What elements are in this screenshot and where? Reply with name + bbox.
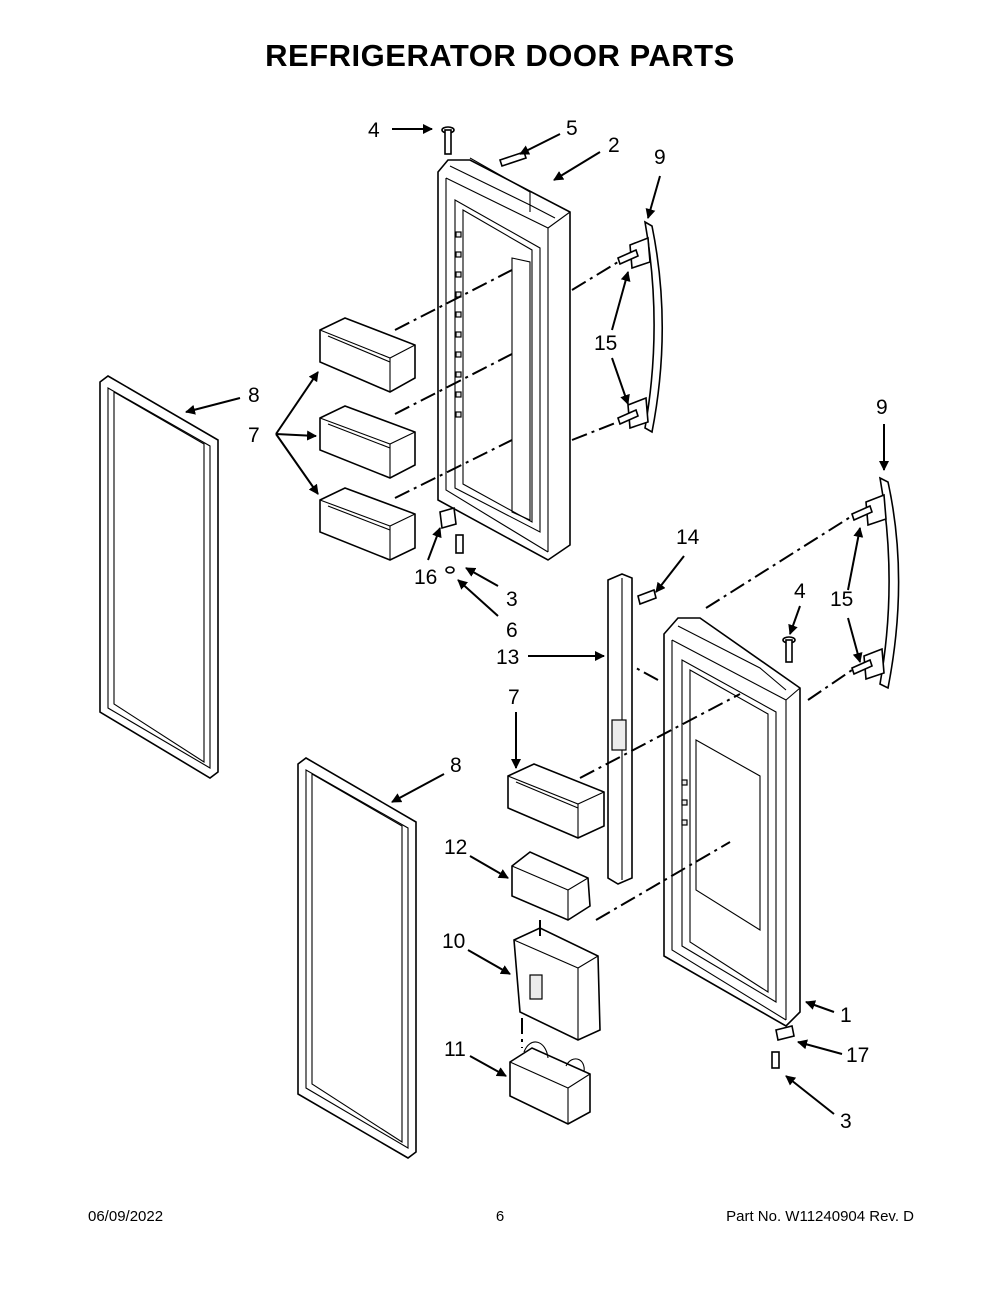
door-bin-upper xyxy=(319,317,416,393)
callout-12: 12 xyxy=(444,836,467,859)
callout-8-lower: 8 xyxy=(450,754,462,777)
lower-hinge-hardware-left xyxy=(439,506,464,574)
callout-3-left: 3 xyxy=(506,588,518,611)
callout-13: 13 xyxy=(496,646,519,669)
top-hinge-pin xyxy=(441,126,455,155)
bin-bracket xyxy=(513,927,601,1041)
door-bin-middle xyxy=(319,405,416,479)
callout-10: 10 xyxy=(442,930,465,953)
footer-part-number: Part No. W11240904 Rev. D xyxy=(726,1208,914,1225)
callout-arrows xyxy=(185,124,889,1115)
dairy-bin xyxy=(511,851,591,921)
door-gasket-right xyxy=(297,757,417,1159)
lower-hinge-hardware-right xyxy=(771,1025,795,1069)
callout-5: 5 xyxy=(566,117,578,140)
door-gasket-left xyxy=(99,375,219,779)
right-door-bin xyxy=(507,763,605,839)
callout-7-right: 7 xyxy=(508,686,520,709)
footer-date: 06/09/2022 xyxy=(88,1208,164,1225)
left-door xyxy=(437,157,571,561)
callout-4-right: 4 xyxy=(794,580,806,603)
can-bin xyxy=(509,1041,591,1125)
callout-4-top: 4 xyxy=(368,119,380,142)
handle-mounting-screws-left xyxy=(617,248,639,426)
callout-17: 17 xyxy=(846,1044,869,1067)
callout-11: 11 xyxy=(444,1038,466,1061)
shelf-rail-holes xyxy=(455,231,462,418)
callout-2: 2 xyxy=(608,134,620,157)
callout-8-upper: 8 xyxy=(248,384,260,407)
callout-15-left: 15 xyxy=(594,332,617,355)
callout-9-right: 9 xyxy=(876,396,888,419)
right-door-rail-holes xyxy=(681,779,688,826)
left-door-handle xyxy=(627,220,663,434)
flipper-mullion xyxy=(607,573,633,885)
mullion-hinge-screw xyxy=(637,588,657,606)
right-door-handle xyxy=(863,476,900,690)
callout-3-right: 3 xyxy=(840,1110,852,1133)
callout-6: 6 xyxy=(506,619,518,642)
footer-page-number: 6 xyxy=(495,1208,505,1225)
callout-7-left: 7 xyxy=(248,424,260,447)
right-door xyxy=(663,617,801,1027)
handle-mounting-screws-right xyxy=(851,504,873,676)
top-hinge-pin-right xyxy=(782,636,796,663)
page-title: REFRIGERATOR DOOR PARTS xyxy=(265,38,735,73)
door-bin-lower xyxy=(319,487,416,561)
callout-14: 14 xyxy=(676,526,700,549)
assembly-lines xyxy=(394,261,853,1048)
callout-labels: 4 5 2 9 15 8 7 16 3 6 14 4 15 9 13 7 8 1… xyxy=(248,117,888,1133)
callout-1: 1 xyxy=(840,1004,852,1027)
hinge-cap xyxy=(498,150,528,168)
callout-16: 16 xyxy=(414,566,437,589)
callout-15-right: 15 xyxy=(830,588,853,611)
callout-9-left: 9 xyxy=(654,146,666,169)
